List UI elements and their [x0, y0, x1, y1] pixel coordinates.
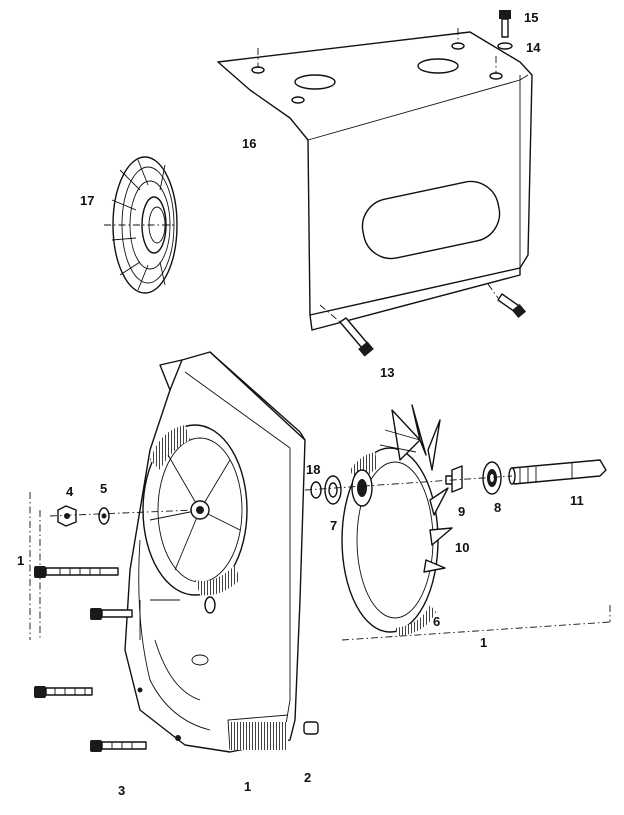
callout-6: 6: [433, 614, 440, 629]
callout-17: 17: [80, 193, 94, 208]
callout-3: 3: [118, 783, 125, 798]
callout-15: 15: [524, 10, 538, 25]
callout-14: 14: [526, 40, 541, 55]
screw-and-washer-parts: [319, 10, 527, 357]
callout-4: 4: [66, 484, 74, 499]
callout-10: 10: [455, 540, 469, 555]
leader-lines: [39, 510, 611, 641]
callout-8: 8: [494, 500, 501, 515]
callout-13: 13: [380, 365, 394, 380]
callout-9: 9: [458, 504, 465, 519]
callout-1-right: 1: [480, 635, 487, 650]
callout-11: 11: [570, 493, 584, 508]
nut-and-washer-parts: [49, 505, 196, 527]
blower-housing-part: [124, 351, 319, 753]
callout-2: 2: [304, 770, 311, 785]
callout-5: 5: [100, 481, 107, 496]
callout-7: 7: [330, 518, 337, 533]
fan-grille-part: [104, 156, 178, 294]
cover-shroud-part: [217, 28, 533, 331]
callout-labels: 15 14 16 17 13 4 5 18 7 9 8 11 1 10 6 1 …: [17, 10, 584, 798]
impeller-assembly-parts: [304, 404, 607, 636]
callout-18: 18: [306, 462, 320, 477]
callout-1-left: 1: [17, 553, 24, 568]
callout-16: 16: [242, 136, 256, 151]
housing-bolts-parts: [29, 492, 147, 752]
callout-1-bottom: 1: [244, 779, 251, 794]
